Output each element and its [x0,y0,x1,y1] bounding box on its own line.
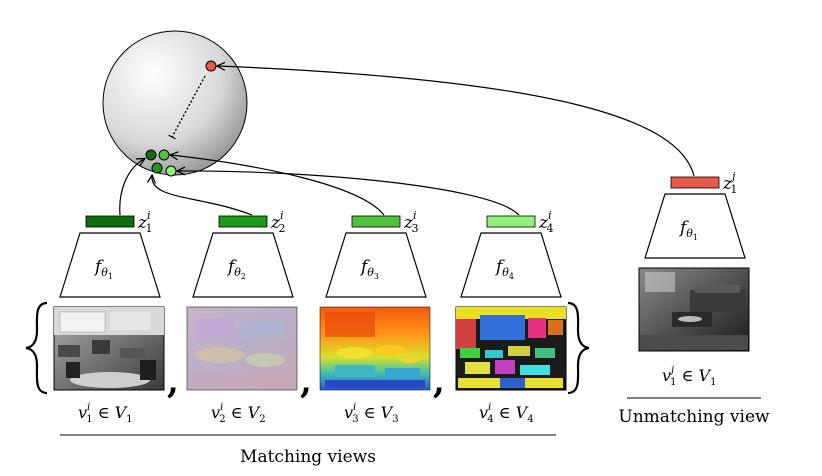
view-image-segmentation [455,306,567,391]
svg-text:zi4: zi4 [538,209,554,235]
embedding-sphere [102,30,248,176]
unmatching-view-caption: Unmatching view [618,407,770,427]
svg-text:fθ4: fθ4 [494,257,514,281]
encoder-trapezoid [460,232,562,298]
embedding-point-z1j [205,60,217,72]
svg-text:fθ2: fθ2 [226,257,246,281]
matching-views-caption: Matching views [240,447,376,467]
embedding-bar [486,215,536,228]
separator-comma-1: , [167,362,179,402]
embedding-bar [351,215,401,228]
arrow-z3i [171,155,385,216]
encoder-trapezoid [644,193,746,259]
svg-text:fθ1: fθ1 [93,257,113,281]
encoder-trapezoid [59,232,161,298]
arrow-z2i [152,176,253,216]
separator-comma-3: , [433,362,445,402]
encoder-trapezoid [192,232,294,298]
view-image-normals [186,306,298,391]
embedding-bar [218,215,268,228]
arrow-z1i [119,159,144,216]
embedding-point-z4i [165,165,177,177]
svg-text:zi3: zi3 [403,209,419,235]
embedding-point-z2i [158,149,170,161]
right-brace [567,301,590,395]
svg-text:fθ1: fθ1 [678,218,698,242]
view-image-depth [319,306,431,391]
embedding-bar [85,215,135,228]
svg-text:zj1: zj1 [722,170,737,196]
embedding-bar [670,176,720,189]
svg-text:zi2: zi2 [270,209,286,235]
view-image-unmatching [638,267,750,352]
separator-comma-2: , [300,362,312,402]
view-image-rgb [53,306,165,391]
svg-text:zi1: zi1 [137,209,153,235]
distance-line [168,75,206,140]
arrow-z4i [178,171,520,216]
encoder-trapezoid [325,232,427,298]
arrow-z1j [218,66,695,177]
left-brace [25,301,48,395]
embedding-point-z1i [145,149,157,161]
svg-text:fθ3: fθ3 [359,257,379,281]
embedding-point-z3i [151,162,163,174]
